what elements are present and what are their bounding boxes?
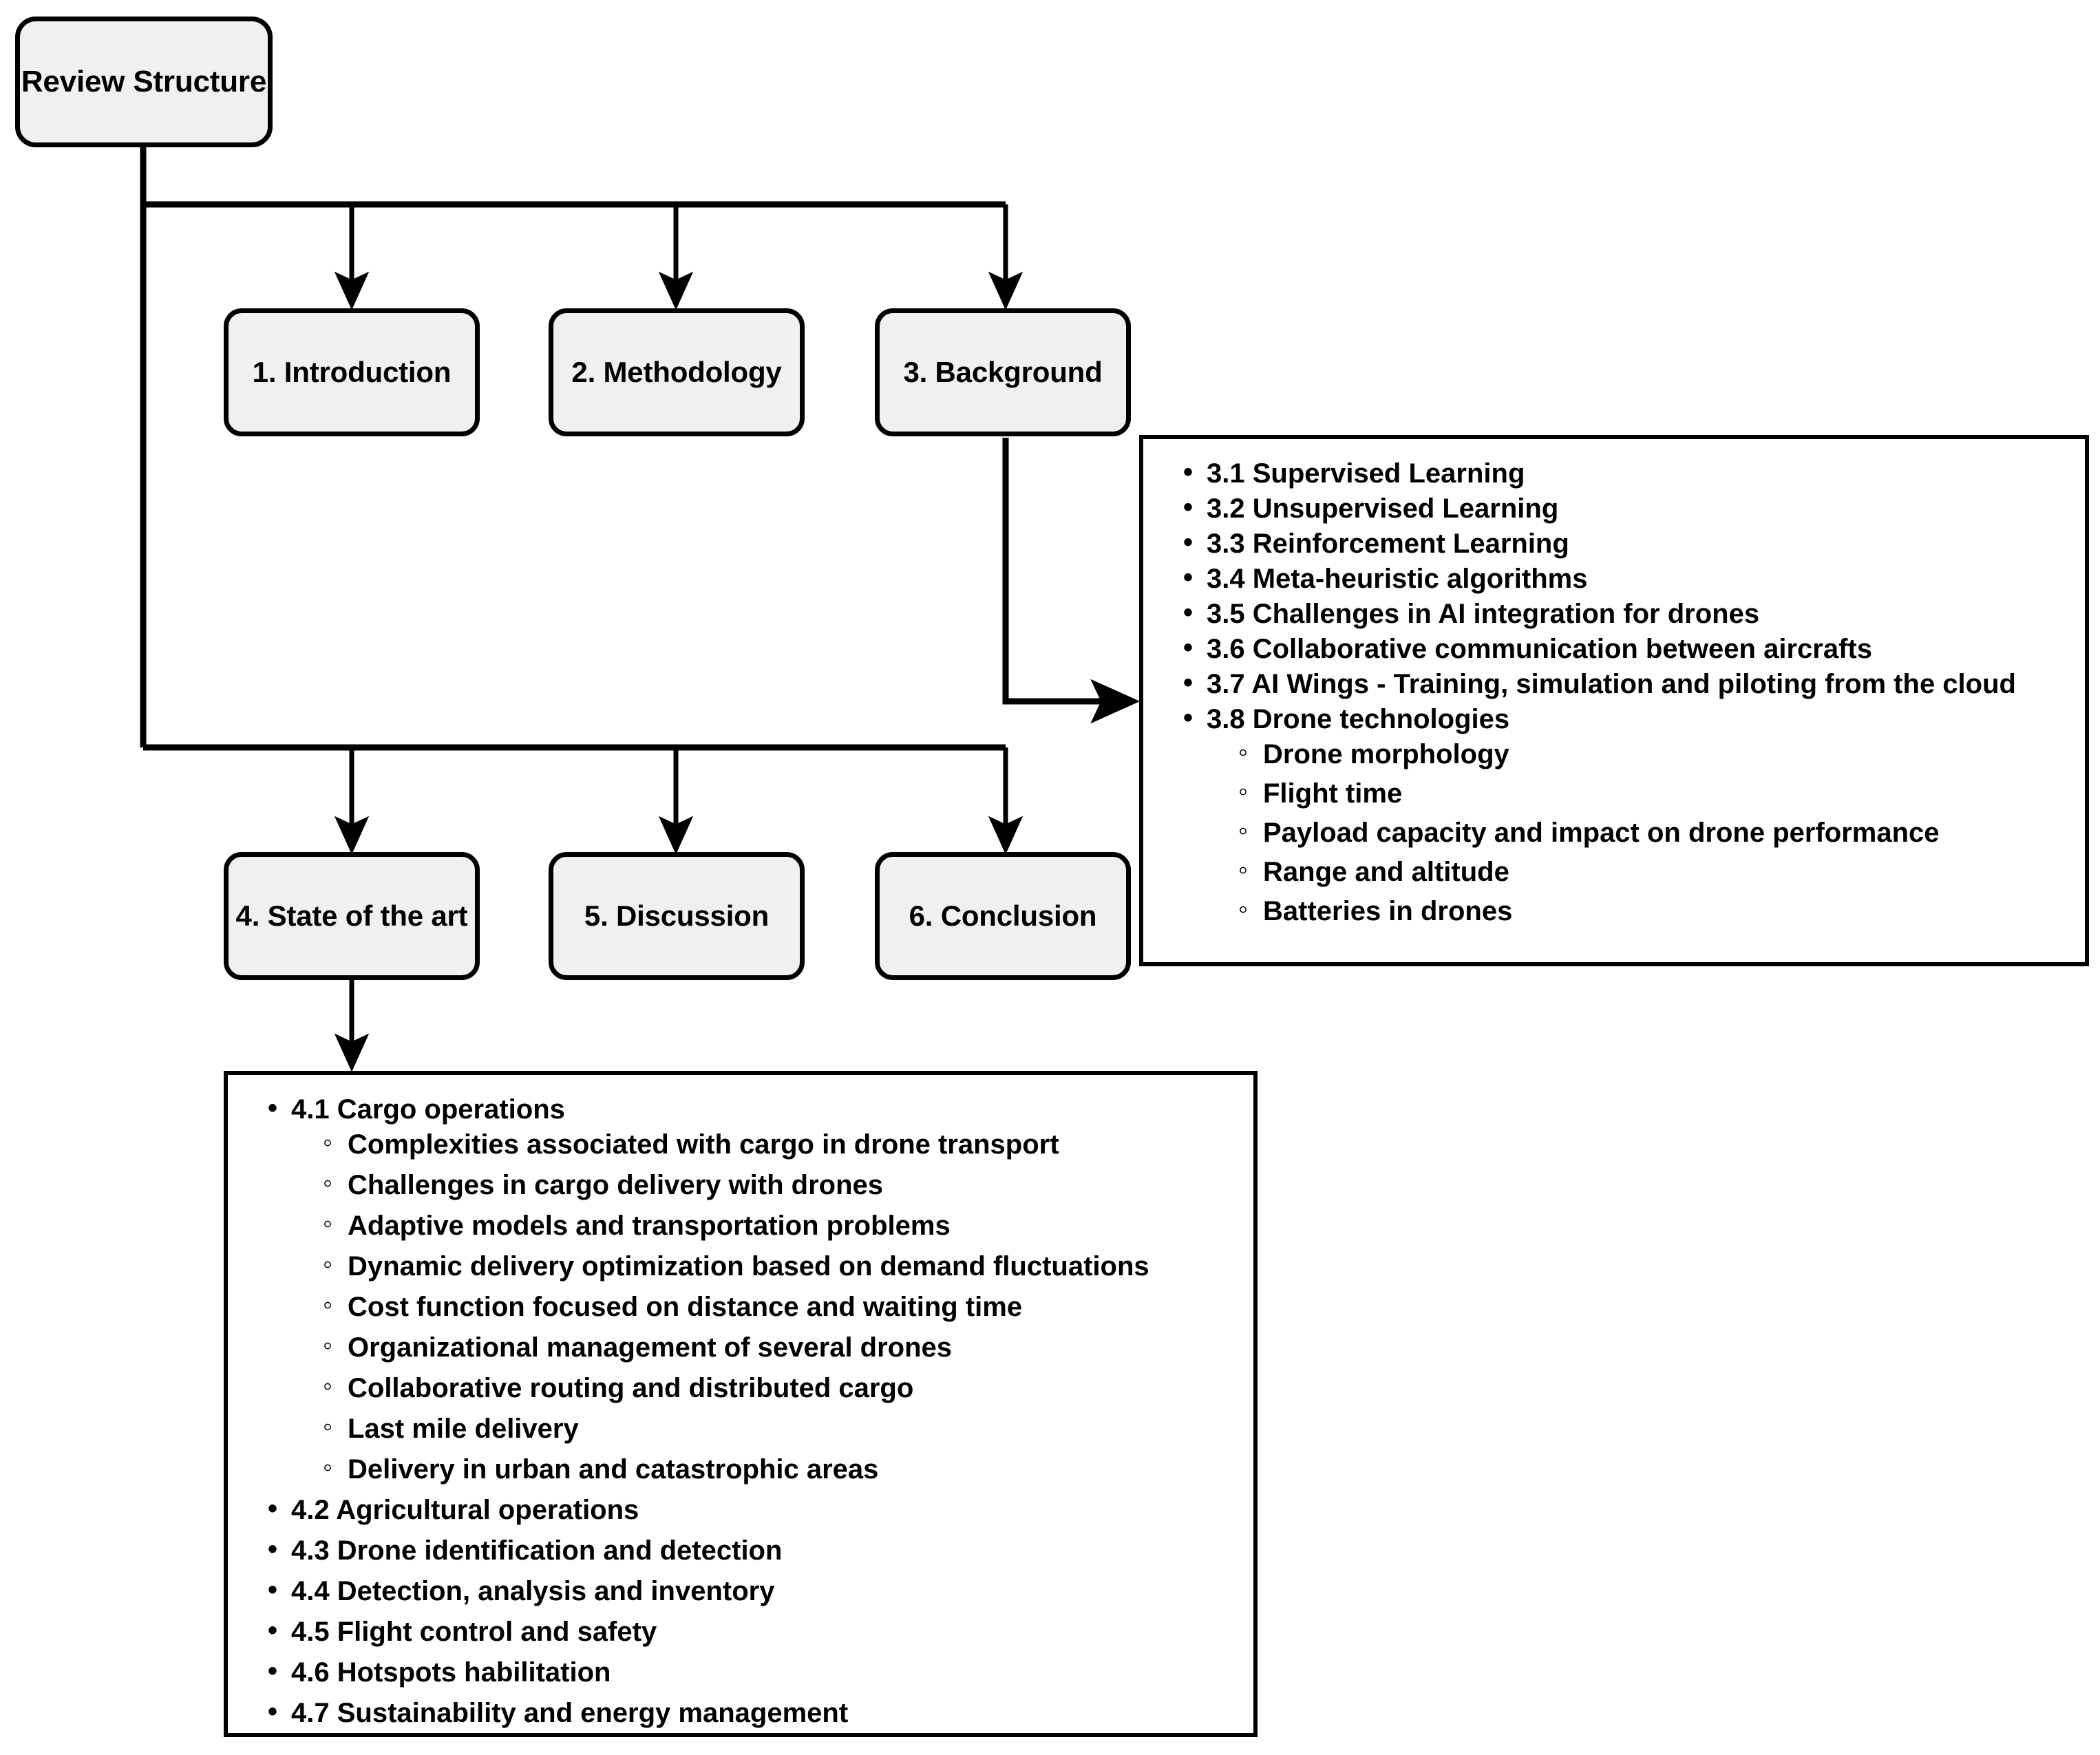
list-item: 3.1 Supervised Learning — [1180, 458, 2068, 487]
list-item: 4.2 Agricultural operations — [265, 1495, 1237, 1524]
sub-list-item-label: Delivery in urban and catastrophic areas — [321, 1454, 878, 1483]
sub-list-item-label: Cost function focused on distance and wa… — [321, 1291, 1022, 1321]
list-item-label: 4.7 Sustainability and energy management — [265, 1698, 848, 1727]
sub-list-item-label: Complexities associated with cargo in dr… — [321, 1129, 1059, 1158]
sub-list-item: Collaborative routing and distributed ca… — [321, 1372, 1237, 1402]
list-item: 3.6 Collaborative communication between … — [1180, 634, 2068, 663]
node-methodology[interactable]: 2. Methodology — [549, 308, 805, 436]
cargo-operations-sublist: Complexities associated with cargo in dr… — [265, 1129, 1237, 1483]
node-conclusion[interactable]: 6. Conclusion — [875, 852, 1131, 980]
node-background[interactable]: 3. Background — [875, 308, 1131, 436]
list-item-label: 3.3 Reinforcement Learning — [1180, 529, 1569, 557]
list-item: 4.4 Detection, analysis and inventory — [265, 1576, 1237, 1605]
background-subsection-list: 3.1 Supervised Learning 3.2 Unsupervised… — [1143, 439, 2085, 950]
node-label: 3. Background — [903, 355, 1103, 388]
node-label: 2. Methodology — [571, 355, 782, 388]
sub-list-item-label: Batteries in drones — [1237, 895, 1512, 925]
list-item-label: 3.8 Drone technologies — [1180, 704, 1509, 733]
list-item-label: 4.5 Flight control and safety — [265, 1617, 657, 1646]
sub-list-item: Adaptive models and transportation probl… — [321, 1210, 1237, 1240]
list-item: 3.7 AI Wings - Training, simulation and … — [1180, 669, 2068, 698]
state-of-the-art-subsection-list: 4.1 Cargo operations Complexities associ… — [228, 1075, 1253, 1755]
list-item-label: 4.2 Agricultural operations — [265, 1495, 639, 1524]
sub-list-item: Organizational management of several dro… — [321, 1332, 1237, 1361]
sub-list-item: Complexities associated with cargo in dr… — [321, 1129, 1237, 1158]
edge-background-to-panel — [1002, 438, 1141, 724]
list-item: 3.2 Unsupervised Learning — [1180, 493, 2068, 522]
sub-list-item: Dynamic delivery optimization based on d… — [321, 1251, 1237, 1280]
node-label: 5. Discussion — [584, 899, 770, 932]
node-label: 1. Introduction — [252, 355, 452, 388]
list-item-label: 4.4 Detection, analysis and inventory — [265, 1576, 774, 1605]
list-item: 3.3 Reinforcement Learning — [1180, 529, 2068, 557]
node-state-of-the-art[interactable]: 4. State of the art — [224, 852, 480, 980]
sub-list-item: Delivery in urban and catastrophic areas — [321, 1454, 1237, 1483]
list-item: 3.4 Meta-heuristic algorithms — [1180, 564, 2068, 593]
panel-background-subsections: 3.1 Supervised Learning 3.2 Unsupervised… — [1139, 435, 2089, 966]
sub-list-item: Challenges in cargo delivery with drones — [321, 1169, 1237, 1199]
node-label: Review Structure — [21, 64, 267, 98]
sub-list-item-label: Organizational management of several dro… — [321, 1332, 952, 1361]
sub-list-item: Last mile delivery — [321, 1413, 1237, 1443]
edge-root-to-row1-bus — [140, 146, 1006, 208]
sub-list-item-label: Last mile delivery — [321, 1413, 579, 1443]
list-item-label: 3.4 Meta-heuristic algorithms — [1180, 564, 1587, 593]
sub-list-item: Cost function focused on distance and wa… — [321, 1291, 1237, 1321]
sub-list-item-label: Dynamic delivery optimization based on d… — [321, 1251, 1149, 1280]
list-item-label: 3.1 Supervised Learning — [1180, 458, 1525, 487]
sub-list-item: Flight time — [1237, 778, 2068, 807]
sub-list-item: Range and altitude — [1237, 856, 2068, 886]
list-item: 4.5 Flight control and safety — [265, 1617, 1237, 1646]
list-item-label: 4.1 Cargo operations — [265, 1094, 565, 1123]
list-item-label: 4.6 Hotspots habilitation — [265, 1657, 611, 1686]
list-item: 4.1 Cargo operations Complexities associ… — [265, 1094, 1237, 1483]
sub-list-item-label: Flight time — [1237, 778, 1402, 807]
panel-state-of-the-art-subsections: 4.1 Cargo operations Complexities associ… — [224, 1071, 1258, 1737]
list-item-label: 3.6 Collaborative communication between … — [1180, 634, 1872, 663]
list-item: 4.3 Drone identification and detection — [265, 1535, 1237, 1564]
list-item-label: 3.7 AI Wings - Training, simulation and … — [1180, 669, 2016, 698]
node-introduction[interactable]: 1. Introduction — [224, 308, 480, 436]
sub-list-item-label: Collaborative routing and distributed ca… — [321, 1372, 913, 1402]
sub-list-item-label: Challenges in cargo delivery with drones — [321, 1169, 883, 1199]
list-item: 3.8 Drone technologies Drone morphology … — [1180, 704, 2068, 925]
node-review-structure[interactable]: Review Structure — [15, 17, 273, 147]
list-item-label: 3.2 Unsupervised Learning — [1180, 493, 1558, 522]
list-item-label: 4.3 Drone identification and detection — [265, 1535, 782, 1564]
node-discussion[interactable]: 5. Discussion — [549, 852, 805, 980]
sub-list-item-label: Payload capacity and impact on drone per… — [1237, 817, 1940, 847]
sub-list-item-label: Adaptive models and transportation probl… — [321, 1210, 951, 1240]
node-label: 4. State of the art — [235, 899, 468, 932]
sub-list-item: Batteries in drones — [1237, 895, 2068, 925]
sub-list-item-label: Range and altitude — [1237, 856, 1509, 886]
node-label: 6. Conclusion — [909, 899, 1097, 932]
list-item-label: 3.5 Challenges in AI integration for dro… — [1180, 599, 1759, 628]
sub-list-item: Drone morphology — [1237, 738, 2068, 768]
list-item: 4.6 Hotspots habilitation — [265, 1657, 1237, 1686]
edge-root-to-row2-bus — [140, 204, 1006, 751]
sub-list-item: Payload capacity and impact on drone per… — [1237, 817, 2068, 847]
sub-list-item-label: Drone morphology — [1237, 738, 1509, 768]
drone-technologies-sublist: Drone morphology Flight time Payload cap… — [1180, 738, 2068, 925]
list-item: 3.5 Challenges in AI integration for dro… — [1180, 599, 2068, 628]
list-item: 4.7 Sustainability and energy management — [265, 1698, 1237, 1727]
